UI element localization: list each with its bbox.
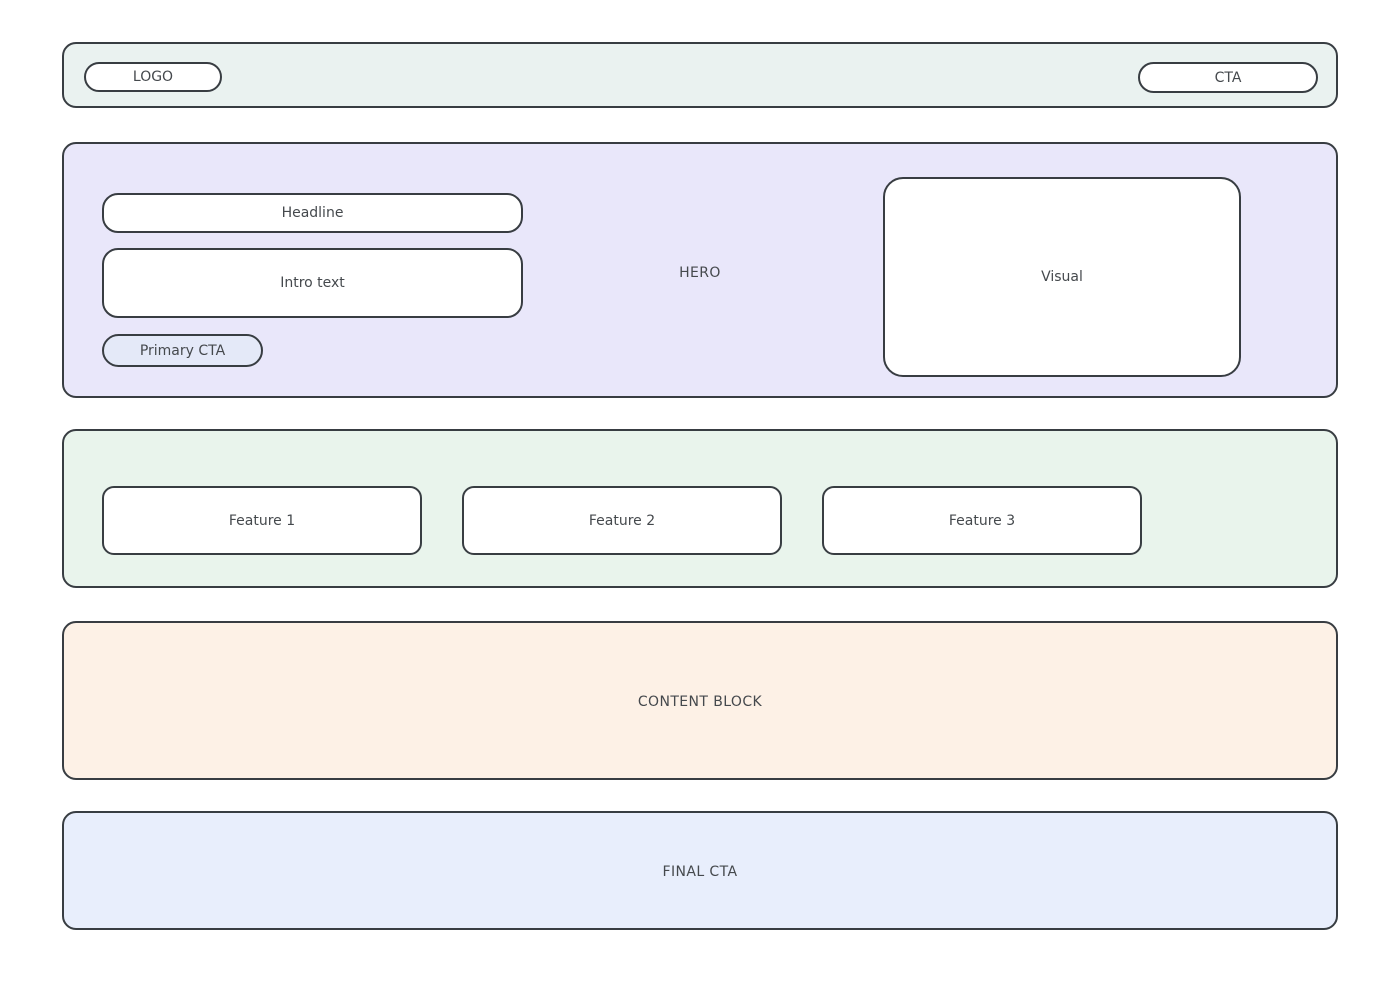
hero-section: Headline Intro text Primary CTA HERO Vis… (62, 142, 1338, 398)
feature-card-1: Feature 1 (102, 486, 422, 555)
feature-2-label: Feature 2 (588, 512, 656, 529)
hero-section-label: HERO (679, 265, 721, 281)
logo-label: LOGO (132, 69, 174, 85)
header-section: LOGO CTA (62, 42, 1338, 108)
intro-text-label: Intro text (280, 275, 345, 291)
logo-pill[interactable]: LOGO (84, 62, 222, 92)
feature-1-label: Feature 1 (228, 512, 296, 529)
headline-label: Headline (281, 205, 344, 221)
feature-card-2: Feature 2 (462, 486, 782, 555)
content-block-section: CONTENT BLOCK (62, 621, 1338, 780)
final-cta-label: FINAL CTA (662, 864, 738, 880)
primary-cta-label: Primary CTA (139, 342, 226, 359)
feature-3-label: Feature 3 (948, 512, 1016, 529)
final-cta-section[interactable]: FINAL CTA (62, 811, 1338, 930)
visual-placeholder: Visual (883, 177, 1241, 377)
headline-placeholder: Headline (102, 193, 523, 233)
content-block-label: CONTENT BLOCK (637, 694, 763, 710)
header-cta-label: CTA (1214, 69, 1242, 86)
header-cta-button[interactable]: CTA (1138, 62, 1318, 93)
visual-label: Visual (1041, 269, 1083, 285)
primary-cta-button[interactable]: Primary CTA (102, 334, 263, 367)
intro-text-placeholder: Intro text (102, 248, 523, 318)
feature-card-3: Feature 3 (822, 486, 1142, 555)
features-section: Feature 1 Feature 2 Feature 3 (62, 429, 1338, 588)
